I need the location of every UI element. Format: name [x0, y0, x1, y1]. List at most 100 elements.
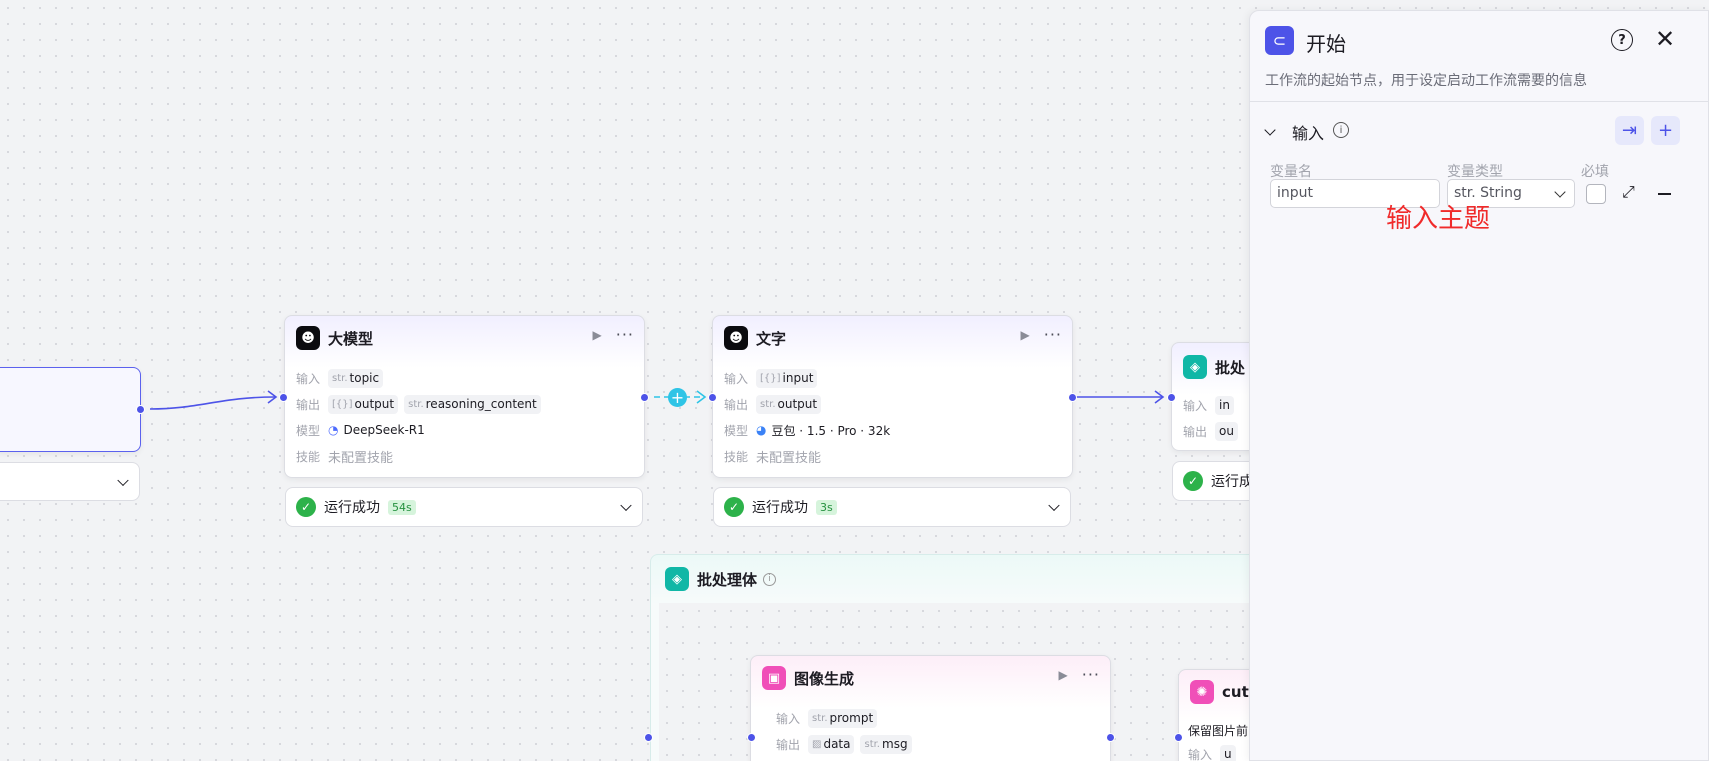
start-node-panel[interactable]: ⊂ 开始 ? ✕ 工作流的起始节点，用于设定启动工作流需要的信息 输入 i ⇥ … — [1249, 10, 1709, 761]
llm-node[interactable]: ☻ 大模型 ▶ ··· 输入 str.topic 输出 [{}]output s… — [284, 315, 645, 478]
node-title: 图像生成 — [794, 669, 855, 688]
add-node-button[interactable]: + — [668, 388, 687, 407]
model-label: 模型 — [724, 423, 749, 438]
skill-label: 技能 — [296, 449, 321, 464]
output-tag: str.reasoning_content — [404, 394, 541, 414]
check-icon: ✓ — [1183, 471, 1203, 491]
output-port[interactable] — [136, 405, 145, 414]
variable-type-select[interactable]: str. String — [1447, 179, 1575, 208]
section-title: 输入 — [1292, 124, 1325, 143]
output-tag: str.output — [756, 394, 822, 414]
input-port[interactable] — [747, 733, 756, 742]
chevron-down-icon — [620, 499, 632, 512]
status-text: 运行成功 — [324, 500, 380, 516]
column-required: 必填 — [1581, 164, 1609, 180]
input-port[interactable] — [279, 393, 288, 402]
input-label: 输入 — [1183, 398, 1208, 413]
play-icon[interactable]: ▶ — [1058, 668, 1068, 682]
skill-value: 未配置技能 — [756, 450, 822, 466]
input-port[interactable] — [1167, 393, 1176, 402]
output-tag: [{}]output — [328, 394, 399, 414]
input-tag: [{}]input — [756, 368, 818, 388]
batch-body-title: 批处理体 — [697, 570, 758, 589]
input-label: 输入 — [724, 371, 749, 386]
required-checkbox[interactable] — [1586, 184, 1606, 204]
edge-arrowhead — [1154, 390, 1165, 404]
output-port[interactable] — [1068, 393, 1077, 402]
model-label: 模型 — [296, 423, 321, 438]
add-variable-button[interactable]: + — [1651, 116, 1680, 145]
panel-header: ⊂ 开始 ? ✕ 工作流的起始节点，用于设定启动工作流需要的信息 — [1250, 11, 1709, 102]
edge-arrowhead — [267, 390, 278, 404]
text-node-status[interactable]: ✓ 运行成功 3s — [713, 487, 1071, 527]
cutout-icon: ✺ — [1190, 680, 1214, 704]
duration-badge: 54s — [388, 499, 416, 515]
chevron-down-icon[interactable] — [1264, 124, 1276, 136]
status-text: 运行成功 — [752, 500, 808, 516]
deepseek-icon: ◔ — [328, 423, 339, 437]
expand-icon[interactable]: ⤢ — [1622, 182, 1635, 201]
more-icon[interactable]: ··· — [1043, 325, 1062, 344]
more-icon[interactable]: ··· — [615, 325, 634, 344]
node-title: 大模型 — [328, 329, 374, 348]
info-icon[interactable]: i — [1333, 122, 1349, 138]
help-icon[interactable]: ? — [1611, 29, 1633, 51]
close-icon[interactable]: ✕ — [1655, 25, 1676, 53]
start-node-status[interactable] — [0, 462, 140, 501]
column-variable-type: 变量类型 — [1447, 164, 1503, 180]
chevron-down-icon — [1554, 186, 1566, 198]
play-icon[interactable]: ▶ — [1020, 328, 1030, 342]
image-icon: ▣ — [762, 666, 786, 690]
llm-icon: ☻ — [296, 326, 320, 350]
input-tag: str.prompt — [808, 708, 878, 728]
status-text: 运行成 — [1211, 474, 1253, 490]
model-value: 豆包 · 1.5 · Pro · 32k — [771, 423, 891, 438]
doubao-icon: ◕ — [756, 423, 767, 437]
input-label: 输入 — [296, 371, 321, 386]
input-label: 输入 — [776, 711, 801, 726]
variable-name-input[interactable]: input — [1270, 179, 1440, 208]
node-title: 文字 — [756, 329, 787, 348]
edge-arrowhead — [696, 390, 707, 404]
check-icon: ✓ — [724, 497, 744, 517]
layers-icon: ◈ — [665, 567, 689, 591]
image-generation-node[interactable]: ▣ 图像生成 ▶ ··· 输入 str.prompt 输出 ▨data str.… — [750, 655, 1111, 761]
chevron-down-icon — [1048, 499, 1060, 512]
output-tag: str.msg — [860, 734, 912, 754]
input-tag: in — [1215, 395, 1234, 415]
text-node[interactable]: ☻ 文字 ▶ ··· 输入 [{}]input 输出 str.output 模型… — [712, 315, 1073, 478]
output-label: 输出 — [1183, 424, 1208, 439]
panel-title: 开始 — [1306, 32, 1346, 56]
llm-node-status[interactable]: ✓ 运行成功 54s — [285, 487, 643, 527]
info-icon: i — [763, 572, 777, 586]
remove-variable-button[interactable] — [1658, 193, 1671, 195]
skill-label: 技能 — [724, 449, 749, 464]
duration-badge: 3s — [816, 499, 837, 515]
output-port[interactable] — [640, 393, 649, 402]
input-port[interactable] — [1174, 733, 1183, 742]
chevron-down-icon — [117, 474, 129, 486]
output-label: 输出 — [296, 397, 321, 412]
annotation-text: 输入主题 — [1386, 204, 1491, 234]
start-icon: ⊂ — [1265, 26, 1294, 55]
column-variable-name: 变量名 — [1270, 164, 1312, 180]
output-port[interactable] — [1106, 733, 1115, 742]
panel-description: 工作流的起始节点，用于设定启动工作流需要的信息 — [1265, 73, 1587, 89]
input-port[interactable] — [644, 733, 653, 742]
output-tag: ou — [1215, 421, 1238, 441]
edge-start-to-llm — [149, 396, 276, 410]
input-tag: u — [1220, 744, 1236, 761]
start-node[interactable] — [0, 367, 141, 452]
input-port[interactable] — [708, 393, 717, 402]
model-value: DeepSeek-R1 — [343, 423, 425, 437]
skill-value: 未配置技能 — [328, 450, 394, 466]
input-label: 输入 — [1188, 747, 1213, 761]
output-label: 输出 — [776, 737, 801, 752]
output-tag: ▨data — [808, 734, 855, 754]
more-icon[interactable]: ··· — [1081, 665, 1100, 684]
play-icon[interactable]: ▶ — [592, 328, 602, 342]
import-button[interactable]: ⇥ — [1615, 116, 1644, 145]
check-icon: ✓ — [296, 497, 316, 517]
node-description: 保留图片前 — [1188, 723, 1249, 738]
image-type-icon: ▨ — [812, 738, 822, 750]
